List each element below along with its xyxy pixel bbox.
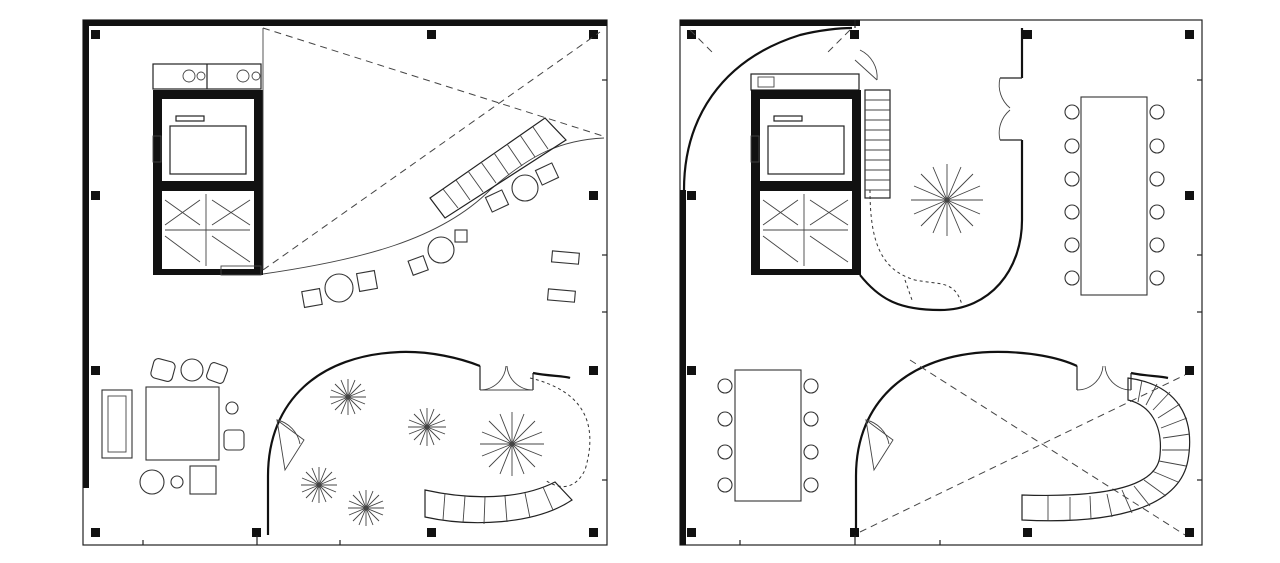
column xyxy=(91,30,100,39)
core-stair xyxy=(164,194,251,266)
column xyxy=(1185,528,1194,537)
right-top-wall xyxy=(680,20,860,26)
column xyxy=(91,366,100,375)
right-straight-stair xyxy=(864,89,891,199)
left-living-furniture xyxy=(101,358,245,495)
void-diagonal xyxy=(909,359,1186,536)
tree-icon xyxy=(301,467,337,503)
left-upper-stair xyxy=(429,117,567,219)
void-edge xyxy=(262,137,605,275)
left-columns xyxy=(91,30,598,537)
column xyxy=(91,191,100,200)
floor-plan-left xyxy=(82,19,608,546)
courtyard-wall xyxy=(859,140,1024,312)
void-diagonal xyxy=(262,27,604,137)
column xyxy=(589,528,598,537)
sofa xyxy=(101,389,133,459)
garden-path xyxy=(529,377,591,488)
left-top-wall xyxy=(83,20,607,26)
garden-trees-left xyxy=(301,379,544,526)
right-columns xyxy=(687,30,1194,537)
column xyxy=(850,528,859,537)
column xyxy=(252,528,261,537)
left-lower-stair xyxy=(424,481,573,525)
tree-icon xyxy=(480,412,544,476)
right-curved-stair xyxy=(1021,377,1191,522)
column xyxy=(687,366,696,375)
right-core xyxy=(750,73,861,275)
column xyxy=(427,30,436,39)
right-west-wall xyxy=(680,190,686,545)
column xyxy=(1185,366,1194,375)
lower-curved-wall xyxy=(854,350,1078,530)
column xyxy=(850,30,859,39)
column xyxy=(1023,528,1032,537)
void-diagonal xyxy=(262,31,601,271)
column xyxy=(1023,30,1032,39)
column xyxy=(91,528,100,537)
column xyxy=(1185,30,1194,39)
column xyxy=(589,366,598,375)
tree-icon xyxy=(330,379,366,415)
garden-wall xyxy=(266,350,481,477)
right-curved-wall xyxy=(682,26,853,191)
column xyxy=(589,30,598,39)
garden-door-left xyxy=(276,365,534,472)
column xyxy=(687,528,696,537)
courtyard-door xyxy=(998,77,1011,109)
elevator-car xyxy=(169,125,247,175)
floor-plan-right xyxy=(679,19,1203,546)
column xyxy=(687,30,696,39)
left-lounge-furniture xyxy=(301,162,580,309)
tree-icon xyxy=(348,490,384,526)
tree-icon xyxy=(408,408,446,446)
coffee-table xyxy=(145,386,220,461)
courtyard-path xyxy=(869,189,963,306)
column xyxy=(687,191,696,200)
left-west-wall xyxy=(83,20,89,488)
dining-table-small xyxy=(717,369,819,502)
column xyxy=(589,191,598,200)
left-core xyxy=(152,63,263,276)
dining-table-large xyxy=(1064,96,1165,296)
column xyxy=(427,528,436,537)
tree-icon xyxy=(911,164,983,236)
column xyxy=(1185,191,1194,200)
